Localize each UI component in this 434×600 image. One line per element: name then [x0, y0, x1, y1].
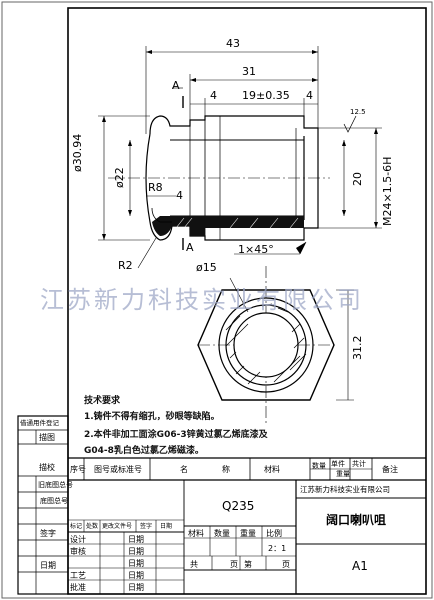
parts-header-name-1: 名	[180, 465, 188, 474]
parts-header-quantity: 数量	[312, 462, 326, 470]
sheet-page-label-2: 页	[282, 560, 290, 569]
drawing-frame	[67, 7, 427, 595]
parts-header-material: 材料	[264, 465, 280, 474]
dim-right-shoulder: 4	[306, 89, 313, 102]
left-col-cell-0: 借通用件登记	[20, 419, 59, 427]
parts-header-no: 序号	[70, 465, 86, 474]
role-approve: 批准	[70, 583, 86, 592]
role-date-1: 日期	[128, 535, 144, 544]
rev-header-date: 日期	[160, 523, 173, 530]
title-block-grid	[17, 415, 426, 595]
role-process: 工艺	[70, 571, 86, 580]
label-material: 材料	[188, 529, 204, 538]
section-label-bottom: A	[186, 241, 194, 254]
role-design: 设计	[70, 535, 86, 544]
company-watermark: 江苏新力科技实业有限公司	[40, 286, 364, 314]
left-col-cell-5: 签字	[40, 529, 56, 538]
dim-fillet: R8	[148, 181, 163, 194]
parts-header-name-2: 称	[222, 465, 230, 474]
rev-header-signature: 签字	[140, 523, 153, 530]
company-name: 江苏新力科技实业有限公司	[300, 485, 390, 494]
left-col-cell-3: 旧底图总号	[38, 481, 73, 489]
notes-heading: 技术要求	[84, 396, 121, 406]
dimension-arrows	[102, 50, 378, 254]
dim-bore-dia: ø22	[113, 167, 126, 188]
dim-hex-across-flats: 31.2	[351, 335, 364, 361]
sheet-no-label: 第	[244, 560, 252, 569]
rev-header-count: 处数	[86, 523, 99, 530]
label-weight: 重量	[240, 529, 256, 538]
material-value: Q235	[222, 499, 255, 513]
side-view	[108, 115, 330, 241]
role-date-3: 日期	[128, 559, 144, 568]
roughness-symbol	[343, 115, 357, 133]
role-date-2: 日期	[128, 547, 144, 556]
sheet-page-label-1: 页	[230, 560, 238, 569]
parts-header-weight: 重量	[336, 470, 350, 478]
dim-thread-length: 20	[351, 172, 364, 186]
role-review: 审核	[70, 547, 86, 556]
left-col-cell-1: 描图	[39, 433, 55, 442]
rev-header-change-doc: 更改文件号	[102, 523, 133, 530]
parts-header-total: 共计	[352, 460, 366, 468]
dim-lip: 4	[176, 189, 183, 202]
left-col-cell-6: 日期	[40, 561, 56, 570]
sheet-total-label: 共	[190, 560, 198, 569]
drawing-number: A1	[352, 559, 368, 573]
role-date-5: 日期	[128, 583, 144, 592]
dim-chamfer: 1×45°	[238, 243, 274, 256]
parts-header-remark: 备注	[382, 465, 398, 474]
role-date-4: 日期	[128, 571, 144, 580]
dim-flange-dia: ø30.94	[71, 133, 84, 172]
dim-edge-radius: R2	[118, 259, 133, 272]
label-quantity: 数量	[214, 529, 230, 538]
notes-line-3: G04-8乳白色过氯乙烯磁漆。	[84, 446, 204, 456]
parts-header-drawing-no: 图号或标准号	[94, 465, 142, 474]
notes-line-2: 2.本件非加工面涂G06-3锌黄过氯乙烯底漆及	[84, 430, 268, 440]
part-name: 阔口喇叭咀	[326, 513, 387, 527]
dimension-lines	[98, 46, 382, 269]
dim-body-length: 31	[242, 65, 256, 78]
end-view-hatch	[225, 303, 307, 385]
dim-end-dia: ø15	[196, 261, 217, 274]
end-view	[197, 266, 354, 424]
scale-value: 2：1	[268, 544, 287, 553]
dim-overall-length: 43	[226, 37, 240, 50]
left-col-cell-2: 描校	[39, 463, 55, 472]
parts-header-unit: 单件	[331, 460, 345, 468]
section-label-top: A	[172, 79, 180, 92]
dim-roughness: 12.5	[350, 108, 366, 116]
left-col-cell-4: 底图总号	[40, 497, 68, 505]
rev-header-mark: 标记	[70, 523, 83, 530]
dim-middle: 19±0.35	[242, 89, 290, 102]
notes-line-1: 1.铸件不得有缩孔，砂眼等缺陷。	[84, 412, 220, 422]
dim-thread: M24×1.5-6H	[381, 156, 394, 226]
dim-left-shoulder: 4	[210, 89, 217, 102]
label-scale: 比例	[266, 529, 282, 538]
